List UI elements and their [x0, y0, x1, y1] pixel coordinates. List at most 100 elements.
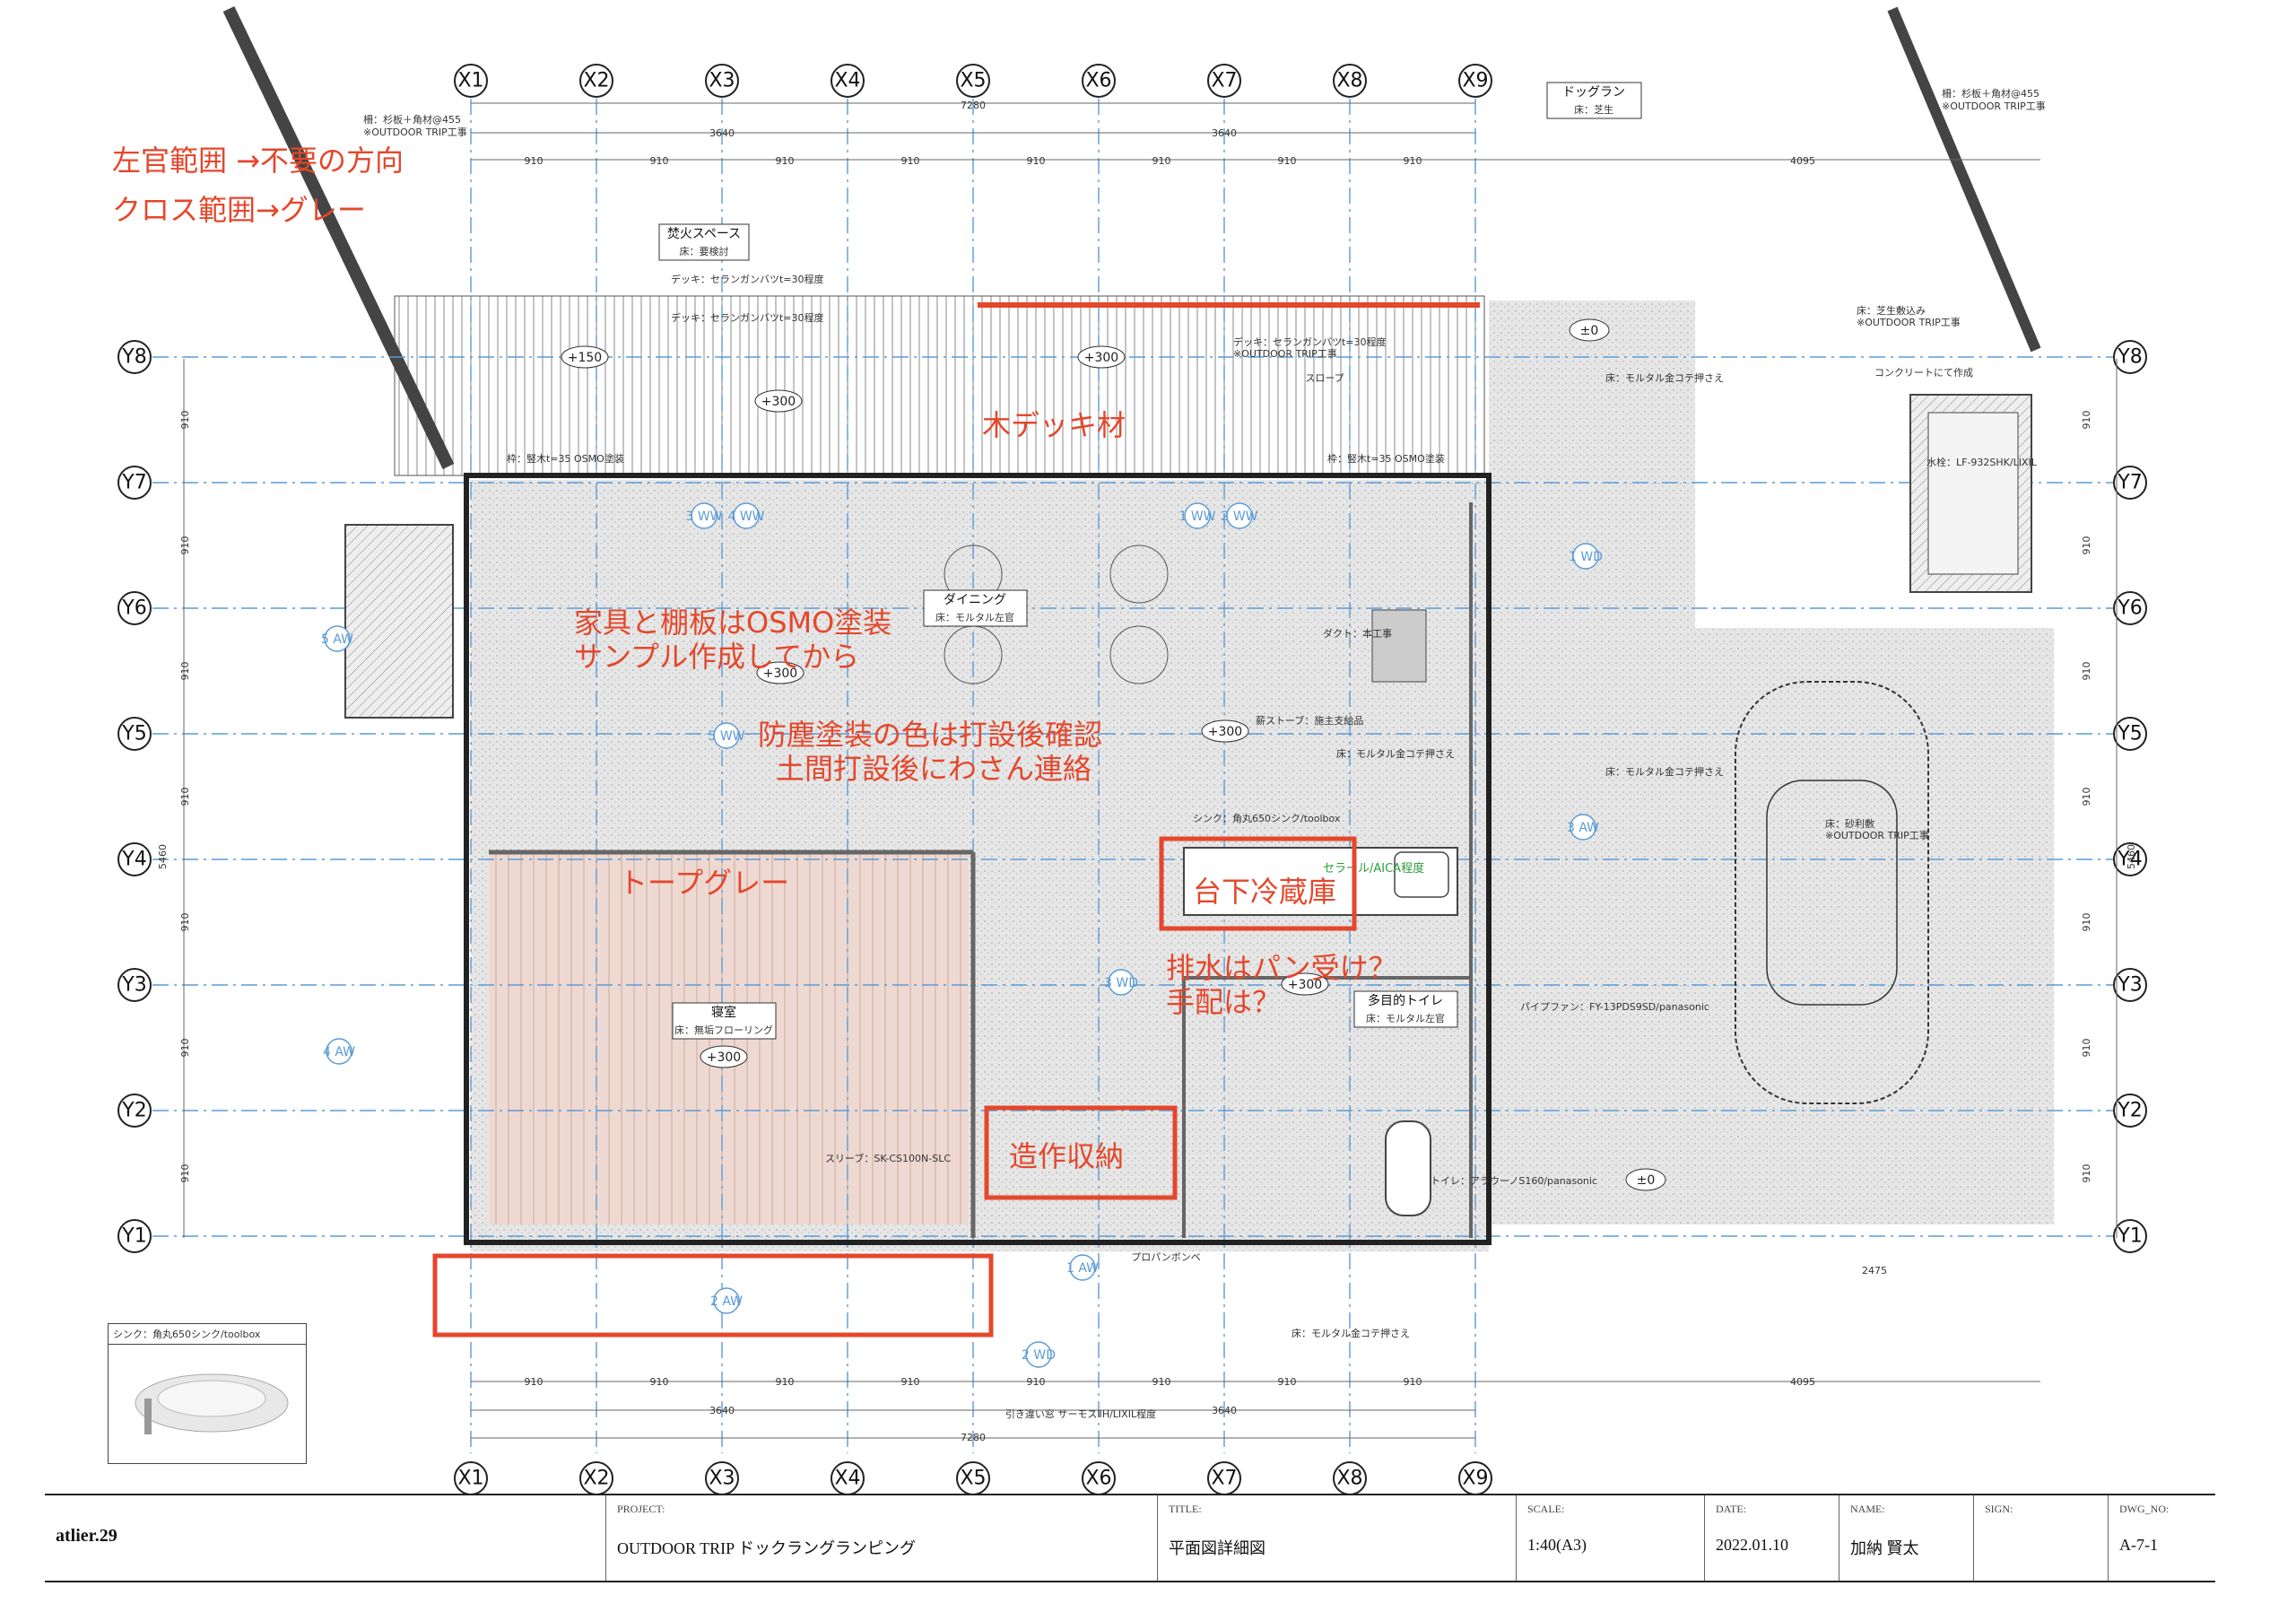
dim-bay-y2-right: 910	[2081, 536, 2092, 555]
svg-text:X7: X7	[1211, 70, 1237, 92]
axis-bubble-y8-right: Y8	[2113, 340, 2147, 374]
svg-text:X3: X3	[709, 1468, 735, 1490]
svg-text:床：芝生敷込み: 床：芝生敷込み	[1857, 304, 1926, 317]
dim-bay-y5-left: 910	[179, 913, 191, 932]
note-dust-2: 土間打設後にわさん連絡	[776, 752, 1091, 786]
room-label-toilet: 多目的トイレ 床：モルタル左官	[1353, 990, 1458, 1028]
project-value: OUTDOOR TRIP ドックラングランピング	[617, 1539, 917, 1557]
svg-text:X7: X7	[1211, 1468, 1237, 1490]
svg-text:床：モルタル左官: 床：モルタル左官	[935, 611, 1014, 623]
svg-text:床：モルタル金コテ押さえ: 床：モルタル金コテ押さえ	[1336, 747, 1455, 760]
fitting-marker-4-aw-3: 4 AW	[323, 1038, 355, 1065]
svg-text:3 WW: 3 WW	[685, 510, 722, 524]
fitting-marker-1-wd-5: 1 WD	[1569, 543, 1603, 570]
fitting-marker-3-ww-10: 3 WW	[685, 502, 723, 529]
svg-text:セラール/AICA程度: セラール/AICA程度	[1323, 861, 1424, 876]
scale-value: 1:40(A3)	[1527, 1536, 1587, 1554]
axis-bubble-x8-top: X8	[1333, 64, 1367, 98]
outdoor-sink-left	[344, 524, 454, 719]
svg-text:2 WD: 2 WD	[1022, 1348, 1056, 1363]
axis-bubble-x4-top: X4	[831, 64, 865, 98]
dimension-lines	[183, 102, 2118, 1439]
fitting-marker-3-aw-2: 3 AW	[1567, 814, 1599, 841]
fitting-marker-5-ww-12: 5 WW	[708, 722, 745, 749]
svg-text:スリーブ：SK-CS100N-SLC: スリーブ：SK-CS100N-SLC	[825, 1152, 951, 1164]
note-wood-deck: 木デッキ材	[982, 408, 1126, 442]
svg-text:Y6: Y6	[2117, 597, 2142, 620]
axis-bubble-x2-bottom: X2	[579, 1461, 613, 1495]
axis-bubble-y1-left: Y1	[117, 1219, 152, 1253]
svg-text:※OUTDOOR TRIP工事: ※OUTDOOR TRIP工事	[1942, 100, 2046, 112]
svg-text:X5: X5	[960, 70, 986, 92]
date-label: DATE:	[1716, 1503, 1746, 1515]
svg-text:+300: +300	[1208, 725, 1242, 739]
svg-text:Y5: Y5	[2117, 723, 2142, 745]
axis-bubble-y5-right: Y5	[2113, 717, 2147, 751]
room-label-dogrun: ドッグラン 床：芝生	[1546, 82, 1642, 119]
svg-text:床：モルタル左官: 床：モルタル左官	[1366, 1012, 1445, 1024]
svg-text:+300: +300	[1288, 978, 1322, 992]
svg-text:+300: +300	[1084, 351, 1118, 365]
sink-inset: シンク：角丸650シンク/toolbox	[108, 1323, 307, 1464]
svg-text:1 AW: 1 AW	[1066, 1261, 1099, 1276]
car-outline	[1735, 681, 1929, 1104]
svg-text:Y4: Y4	[2117, 849, 2142, 871]
tb-date-cell: DATE: 2022.01.10	[1704, 1495, 1839, 1581]
svg-text:X6: X6	[1085, 1468, 1111, 1490]
fitting-marker-4-ww-11: 4 WW	[727, 502, 765, 529]
fridge-box	[1159, 836, 1357, 931]
svg-text:床：モルタル金コテ押さえ: 床：モルタル金コテ押さえ	[1605, 371, 1724, 384]
svg-text:ドッグラン: ドッグラン	[1562, 85, 1625, 100]
svg-text:4 AW: 4 AW	[323, 1045, 355, 1059]
axis-bubble-x7-top: X7	[1207, 64, 1241, 98]
building-outer-wall	[464, 473, 1492, 1245]
axis-bubble-y6-right: Y6	[2113, 591, 2147, 625]
dimension-text: 7280 3640 3640 4095 4095 3640 3640 7280 …	[157, 100, 2137, 1443]
svg-text:※OUTDOOR TRIP工事: ※OUTDOOR TRIP工事	[1233, 348, 1337, 360]
axis-bubble-y2-right: Y2	[2113, 1094, 2147, 1128]
dim-bay-y7-right: 910	[2081, 1164, 2092, 1183]
title-label: TITLE:	[1169, 1503, 1202, 1515]
svg-text:Y8: Y8	[2117, 346, 2142, 369]
svg-text:X2: X2	[583, 70, 609, 92]
title-block: atlier.29 PROJECT: OUTDOOR TRIP ドックラングラン…	[45, 1494, 2215, 1582]
svg-text:デッキ：セランガンバツt=30程度: デッキ：セランガンバツt=30程度	[671, 273, 824, 285]
room-label-bonfire: 焚火スペース 床：要検討	[658, 223, 750, 261]
svg-text:※OUTDOOR TRIP工事: ※OUTDOOR TRIP工事	[363, 126, 467, 138]
axis-bubble-x1-top: X1	[454, 64, 488, 98]
red-annotations: 左官範囲 →不要の方向 クロス範囲→グレー 木デッキ材 家具と棚板はOSMO塗装…	[112, 144, 1480, 1338]
axis-bubble-x3-top: X3	[705, 64, 739, 98]
svg-text:2 WW: 2 WW	[1221, 510, 1257, 524]
dining-chair-b	[1109, 545, 1169, 604]
fence-right	[1887, 6, 2041, 353]
svg-text:Y3: Y3	[2117, 974, 2142, 997]
dim-bay-x3-bottom: 910	[776, 1376, 795, 1388]
wood-deck	[394, 295, 1485, 476]
axis-bubble-x2-top: X2	[579, 64, 613, 98]
scale-label: SCALE:	[1527, 1503, 1565, 1515]
dim-bay-x8-bottom: 910	[1404, 1376, 1422, 1388]
svg-text:水栓：LF-932SHK/LIXIL: 水栓：LF-932SHK/LIXIL	[1926, 456, 2038, 468]
axis-bubble-y2-left: Y2	[117, 1094, 152, 1128]
fitting-marker-2-ww-9: 2 WW	[1221, 502, 1258, 529]
svg-text:1 WW: 1 WW	[1178, 510, 1215, 524]
svg-text:X6: X6	[1085, 70, 1111, 92]
name-value: 加納 賢太	[1850, 1539, 1919, 1557]
svg-text:3 WD: 3 WD	[1104, 976, 1138, 990]
dim-bay-x4-bottom: 910	[901, 1376, 920, 1388]
room-label-bedroom: 寝室 床：無垢フローリング	[672, 1002, 777, 1040]
dim-bay-y3-right: 910	[2081, 662, 2092, 681]
dim-bay-x7-top: 910	[1278, 155, 1297, 167]
svg-text:デッキ：セランガンバツt=30程度: デッキ：セランガンバツt=30程度	[1233, 336, 1387, 348]
svg-text:床：要検討: 床：要検討	[680, 245, 729, 257]
axis-bubble-y4-right: Y4	[2113, 842, 2147, 876]
dim-bay-x3-top: 910	[776, 155, 795, 167]
carport-slab	[1695, 628, 2054, 1224]
dim-overall-top: 7280	[961, 100, 986, 111]
svg-text:Y1: Y1	[121, 1225, 146, 1248]
svg-text:+300: +300	[763, 667, 797, 681]
tb-project-cell: PROJECT: OUTDOOR TRIP ドックラングランピング	[605, 1495, 1157, 1581]
svg-text:X1: X1	[457, 1468, 483, 1490]
axis-bubble-x8-bottom: X8	[1333, 1461, 1367, 1495]
dim-bay-y6-left: 910	[179, 1039, 191, 1058]
